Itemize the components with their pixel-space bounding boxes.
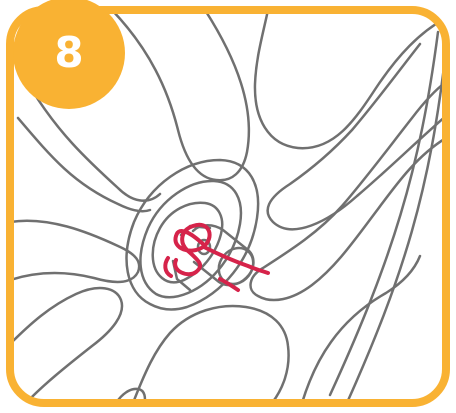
step-number-label: 8	[20, 15, 118, 91]
